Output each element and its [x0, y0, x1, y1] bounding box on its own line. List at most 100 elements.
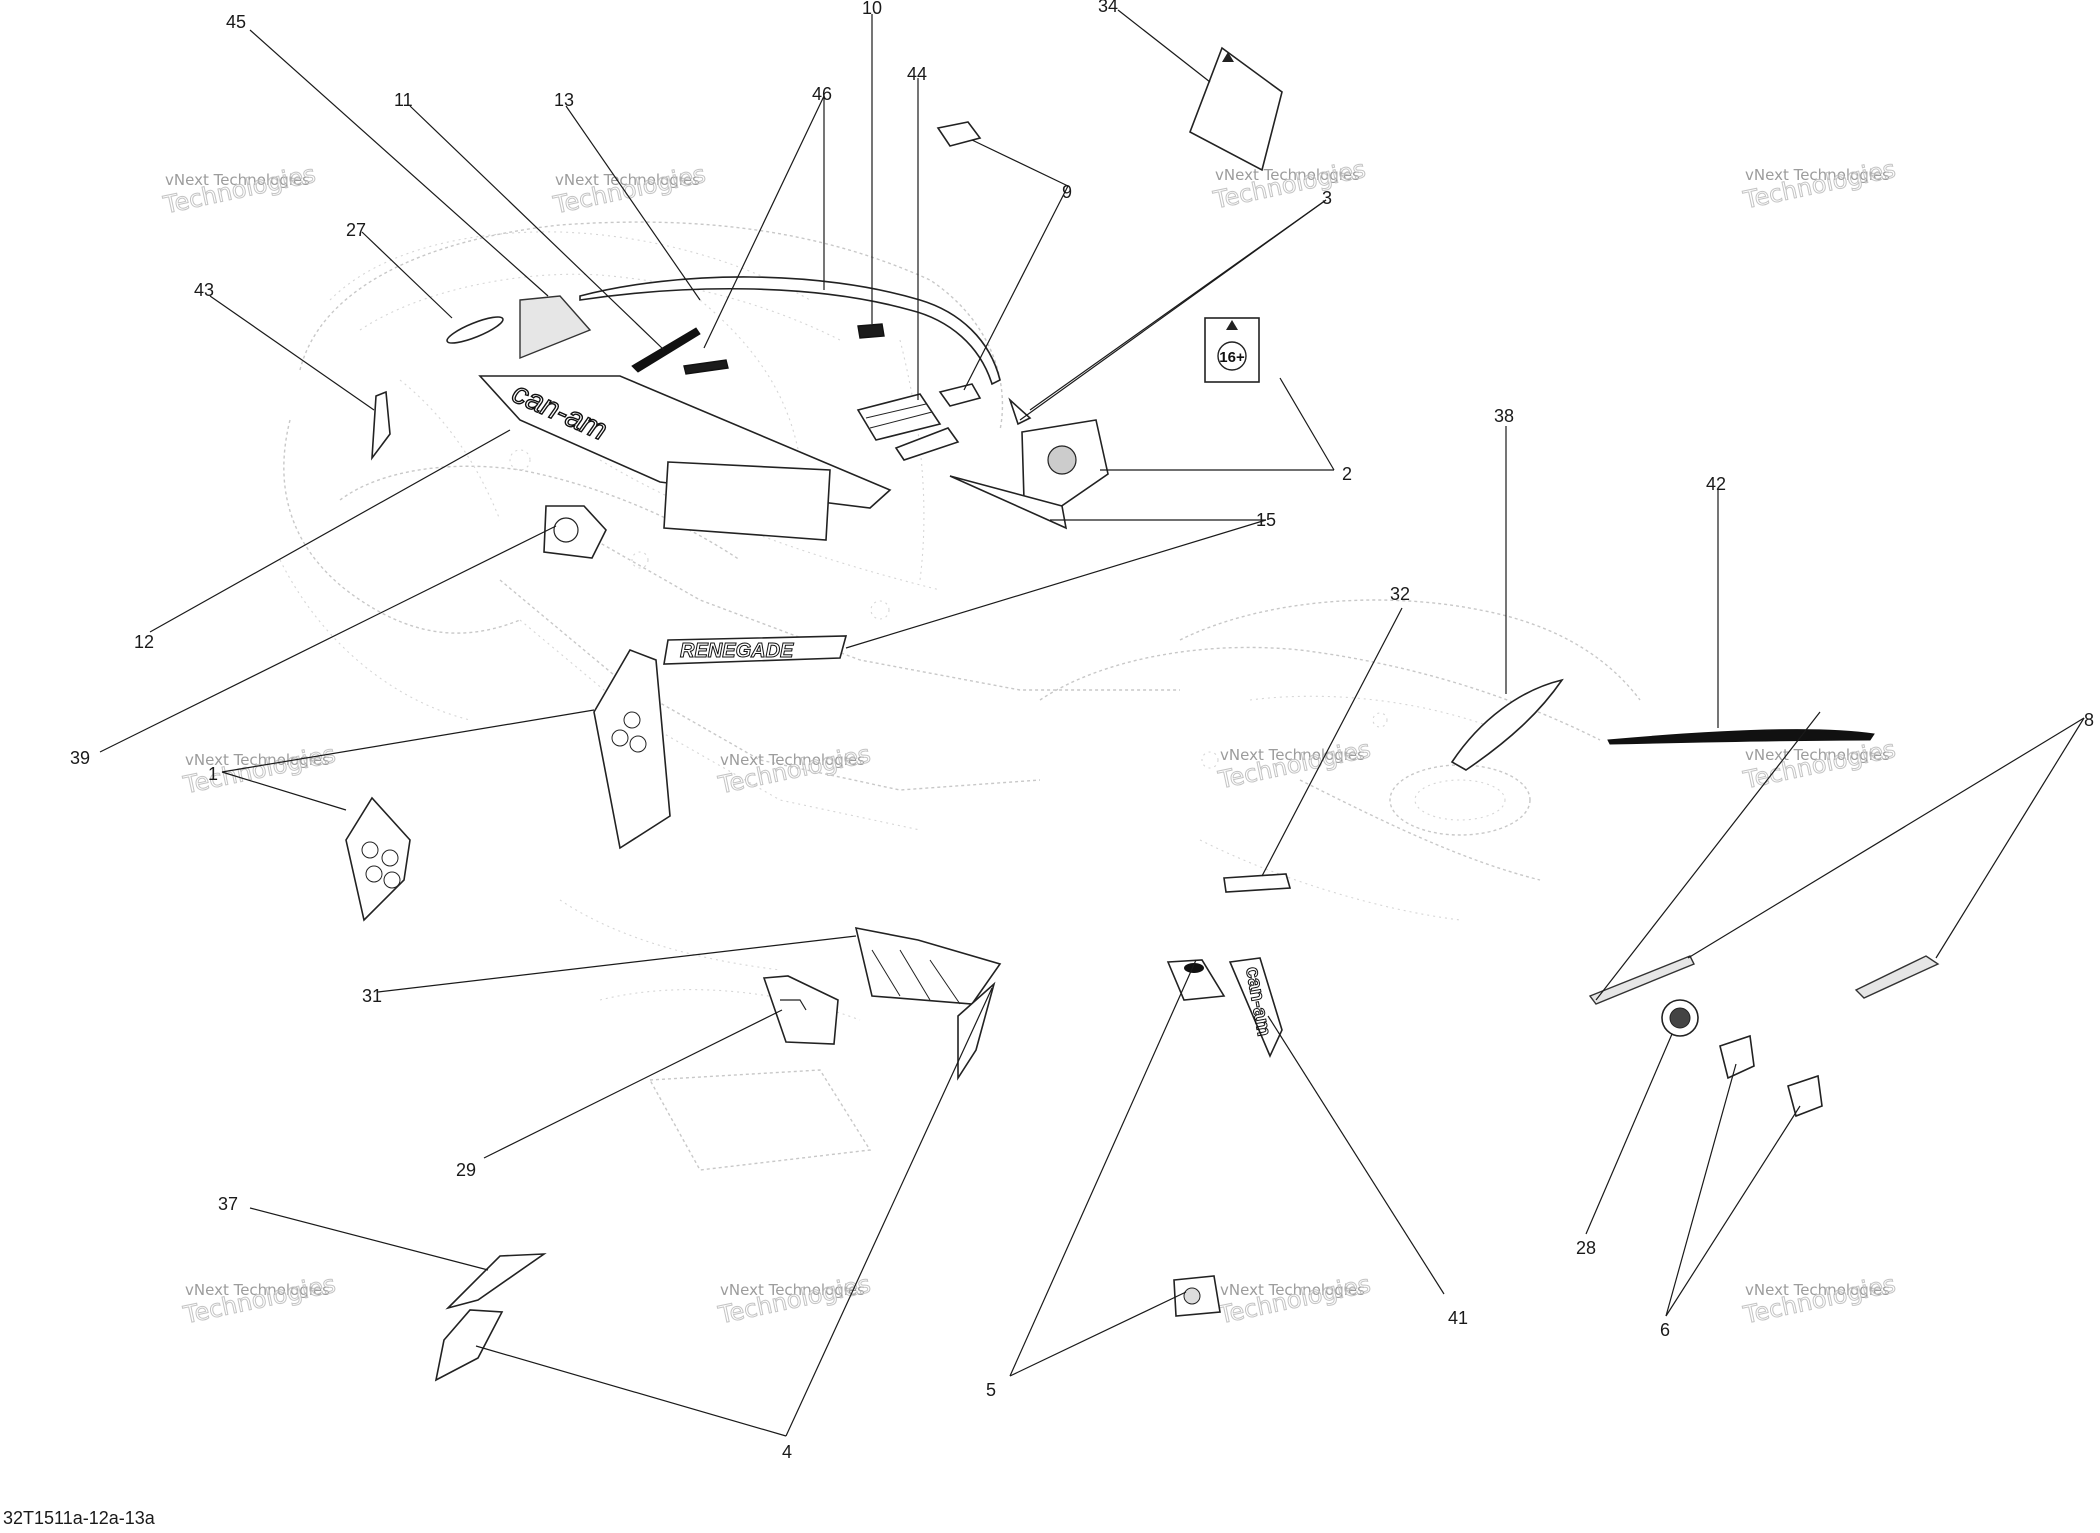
- decal-15b: [663, 635, 848, 665]
- decal-15: [949, 475, 1068, 530]
- decal-38: [1450, 678, 1564, 771]
- decal-3: [1008, 397, 1032, 426]
- callout-12: 12: [134, 632, 154, 652]
- decal-34-triangle: [1222, 52, 1234, 62]
- decal-29: [762, 975, 839, 1045]
- decal-8b: [1787, 1074, 1823, 1118]
- svg-text:vNext Technologies: vNext Technologies: [1745, 166, 1890, 184]
- decal-41: [1228, 957, 1283, 1058]
- callout-41: 41: [1448, 1308, 1468, 1328]
- vehicle-ghost-outline: [279, 221, 1641, 1171]
- callout-5: 5: [986, 1380, 996, 1400]
- svg-text:vNext Technologies: vNext Technologies: [1745, 746, 1890, 764]
- decal-31: [854, 926, 1002, 1005]
- callout-15: 15: [1256, 510, 1276, 530]
- svg-text:Technologies: Technologies: [1210, 155, 1368, 215]
- callout-39: 39: [70, 748, 90, 768]
- decal-1b: [345, 796, 411, 922]
- decal-10: [857, 323, 885, 339]
- callout-42: 42: [1706, 474, 1726, 494]
- decal-45: [519, 295, 592, 360]
- diagram-code: 32T1511a-12a-13a: [3, 1508, 155, 1528]
- decal-42: [1607, 729, 1875, 745]
- svg-text:Technologies: Technologies: [1740, 735, 1898, 795]
- decal-8a: [1719, 1034, 1755, 1080]
- svg-text:vNext Technologies: vNext Technologies: [1220, 1281, 1365, 1299]
- callouts: 45 11 13 46 10 44 34 9 3 27 43 2 15 38 4…: [70, 0, 2094, 1462]
- callout-28: 28: [1576, 1238, 1596, 1258]
- callout-3: 3: [1322, 188, 1332, 208]
- svg-text:vNext Technologies: vNext Technologies: [720, 751, 865, 769]
- svg-text:Technologies: Technologies: [715, 740, 873, 800]
- decal-34: [1189, 46, 1283, 172]
- svg-text:Technologies: Technologies: [160, 160, 318, 220]
- svg-text:vNext Technologies: vNext Technologies: [1220, 746, 1365, 764]
- callout-46: 46: [812, 84, 832, 104]
- callout-2: 2: [1342, 464, 1352, 484]
- svg-text:vNext Technologies: vNext Technologies: [185, 751, 330, 769]
- callout-45: 45: [226, 12, 246, 32]
- svg-text:vNext Technologies: vNext Technologies: [1745, 1281, 1890, 1299]
- svg-text:Technologies: Technologies: [180, 740, 338, 800]
- decal-44: [371, 390, 391, 461]
- decal-27: [446, 316, 504, 344]
- callout-1: 1: [208, 764, 218, 784]
- svg-text:vNext Technologies: vNext Technologies: [555, 171, 700, 189]
- callout-44: 43: [194, 280, 214, 300]
- decal-9a: [1588, 955, 1695, 1005]
- svg-text:Technologies: Technologies: [1215, 735, 1373, 795]
- decal-4: [957, 981, 996, 1081]
- decal-6b: [938, 383, 982, 407]
- decal-12b: [663, 461, 831, 541]
- decal-13: [579, 276, 1001, 386]
- decal-4b: [434, 1309, 504, 1382]
- decal-11: [631, 327, 701, 373]
- decal-37: [445, 1253, 547, 1310]
- callout-10: 10: [862, 0, 882, 18]
- callout-34: 34: [1098, 0, 1118, 16]
- svg-text:Technologies: Technologies: [1740, 155, 1898, 215]
- callout-32: 32: [1390, 584, 1410, 604]
- callout-31: 31: [362, 986, 382, 1006]
- svg-text:vNext Technologies: vNext Technologies: [1215, 166, 1360, 184]
- decal-46: [683, 359, 729, 375]
- callout-11: 11: [394, 90, 413, 110]
- svg-text:Technologies: Technologies: [180, 1270, 338, 1330]
- decals: 16+ can-am R: [345, 46, 1940, 1382]
- callout-4: 4: [782, 1442, 792, 1462]
- callout-29: 29: [456, 1160, 476, 1180]
- decal-15b-text: RENEGADE: [680, 640, 794, 662]
- callout-6: 9: [1062, 182, 1072, 202]
- svg-text:Technologies: Technologies: [1215, 1270, 1373, 1330]
- decal-9b: [1854, 955, 1940, 999]
- decal-43b: [894, 427, 960, 461]
- decal-32: [1223, 873, 1292, 893]
- svg-text:Technologies: Technologies: [1740, 1270, 1898, 1330]
- callout-9: 8: [2084, 710, 2094, 730]
- callout-27: 27: [346, 220, 366, 240]
- callout-13: 13: [554, 90, 574, 110]
- callout-43: 44: [907, 64, 927, 84]
- svg-text:vNext Technologies: vNext Technologies: [165, 171, 310, 189]
- callout-38: 38: [1494, 406, 1514, 426]
- callout-8: 6: [1660, 1320, 1670, 1340]
- leader-lines: [99, 9, 2085, 1437]
- callout-37: 37: [218, 1194, 238, 1214]
- decal-6: [936, 121, 982, 147]
- svg-text:vNext Technologies: vNext Technologies: [185, 1281, 330, 1299]
- svg-text:vNext Technologies: vNext Technologies: [720, 1281, 865, 1299]
- decal-2-text: 16+: [1219, 349, 1245, 366]
- svg-text:Technologies: Technologies: [550, 160, 708, 220]
